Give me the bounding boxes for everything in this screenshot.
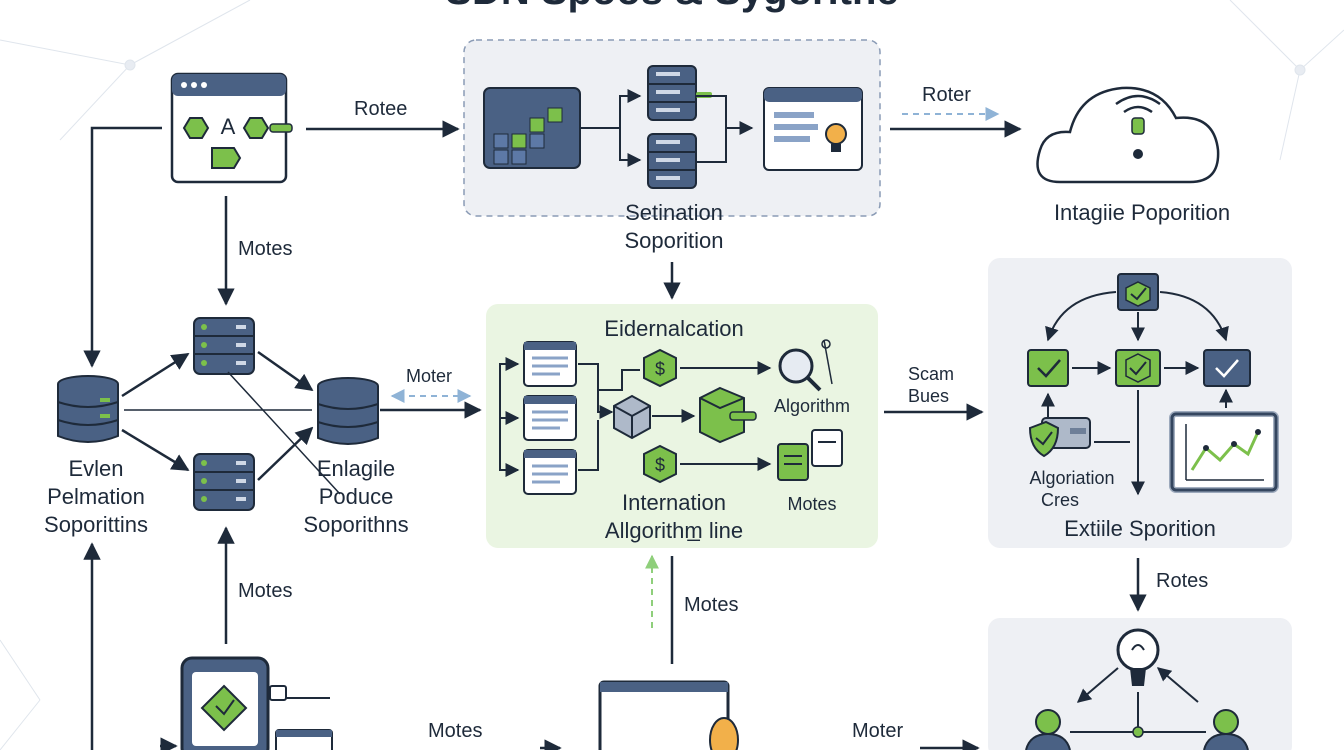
- panel-label-internation: Internation: [622, 490, 726, 515]
- node-label-motes-inner: Motes: [787, 494, 837, 514]
- panel-title-eidernalcation: Eidernalcation: [604, 316, 744, 341]
- edge-label-motes-top: Motes: [238, 238, 293, 260]
- dollar-hex-icon: $: [643, 348, 677, 388]
- people-network-icon: [1025, 709, 1249, 750]
- checkbox-icon: [1203, 349, 1251, 387]
- svg-text:A: A: [221, 114, 236, 139]
- database-icon: [317, 377, 379, 445]
- server-stack-icon: [647, 65, 712, 121]
- document-icon: [523, 449, 577, 495]
- node-label-evlen-2: Pelmation: [47, 484, 145, 509]
- document-stack-icon: [777, 429, 843, 481]
- edge-label-moter-bottom: Moter: [852, 720, 904, 742]
- chart-monitor-icon: [1169, 411, 1279, 493]
- edge-label-motes-bottom: Motes: [428, 720, 483, 742]
- lightbulb-icon: [1116, 628, 1160, 686]
- document-icon: [523, 341, 577, 387]
- browser-window-icon: A: [170, 72, 293, 184]
- node-label-setination: Setination: [625, 200, 723, 225]
- edge-label-roter: Roter: [922, 84, 971, 106]
- node-label-enlagile: Enlagile: [316, 456, 396, 481]
- monitor-icon: [598, 680, 739, 750]
- node-label-enlagile-2: Poduce: [318, 484, 394, 509]
- diagram-title-cropped: SDN Spoos & Sygoritne: [445, 0, 898, 13]
- edge-label-rotes-right: Rotes: [1156, 570, 1209, 592]
- dollar-hex-icon: $: [643, 444, 677, 484]
- svg-text:$: $: [655, 359, 665, 379]
- edge-label-motes-center: Motes: [684, 594, 739, 616]
- edge-label-rotee: Rotee: [354, 98, 408, 120]
- node-label-evlen: Evlen: [68, 456, 124, 481]
- browser-bulb-icon: [763, 87, 863, 171]
- database-icon: [57, 375, 119, 443]
- grid-board-icon: [483, 87, 581, 169]
- node-label-algoriation-2: Cres: [1040, 490, 1080, 510]
- server-stack-icon: [193, 317, 255, 375]
- edge-label-bues: Bues: [908, 386, 950, 406]
- checkbox-icon: [1027, 349, 1069, 387]
- node-label-intagiie: Intagiie Poporition: [1053, 200, 1231, 225]
- document-icon: [523, 395, 577, 441]
- shield-card-icon: [1028, 417, 1091, 458]
- cube-icon: [699, 386, 757, 444]
- checkbox-icon: [1115, 349, 1161, 387]
- setination-panel: [463, 39, 881, 217]
- svg-text:$: $: [655, 455, 665, 475]
- magnifier-icon: [778, 339, 833, 392]
- cube-icon: [613, 394, 651, 440]
- node-label-evlen-3: Soporittins: [44, 512, 148, 537]
- panel-label-extiile: Extiile Sporition: [1064, 516, 1216, 541]
- edge-label-scam: Scam: [908, 364, 955, 384]
- node-label-setination-2: Soporition: [624, 228, 724, 253]
- server-stack-icon: [193, 453, 255, 511]
- node-label-algoriation: Algoriation: [1029, 468, 1115, 488]
- edge-label-motes-left: Motes: [238, 580, 293, 602]
- edge-label-moter-mid: Moter: [406, 366, 453, 386]
- tablet-icon: [180, 656, 333, 750]
- checkbox-icon: [1117, 273, 1159, 311]
- node-label-enlagile-3: Soporithns: [303, 512, 409, 537]
- server-stack-icon: [647, 133, 697, 189]
- panel-label-internation-2: Allgorithm̲ line: [604, 518, 744, 543]
- cloud-wifi-icon: [1036, 86, 1220, 184]
- node-label-algorithm: Algorithm: [773, 396, 851, 416]
